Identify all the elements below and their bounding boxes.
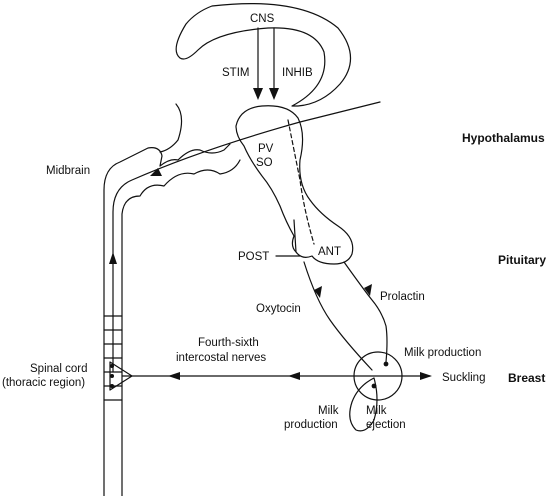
- stim-arrowhead: [253, 88, 263, 100]
- oxytocin-path: [303, 261, 373, 371]
- post-label: POST: [238, 251, 269, 263]
- suckling-label: Suckling: [442, 372, 485, 384]
- breast-header: Breast: [508, 371, 545, 385]
- milk-production-upper-label: Milk production: [404, 347, 481, 359]
- spinal-cord-label-1: Spinal cord: [30, 363, 88, 375]
- cns-outline: [175, 3, 352, 107]
- hypothalamus-pituitary-outline: [235, 105, 354, 265]
- milk-production-lower-label-1: Milk: [318, 405, 339, 417]
- ant-label: ANT: [318, 246, 341, 258]
- oxytocin-label: Oxytocin: [256, 303, 301, 315]
- fourth-sixth-label-2: intercostal nerves: [176, 352, 266, 364]
- milk-ejection-label-1: Milk: [366, 405, 387, 417]
- midbrain-lower-outline: [121, 159, 241, 496]
- post-lobe-line: [293, 219, 297, 253]
- milk-ejection-label-2: ejection: [366, 419, 406, 431]
- inhib-arrowhead: [269, 88, 279, 100]
- pituitary-header: Pituitary: [498, 253, 546, 267]
- hypothalamus-header: Hypothalamus: [462, 131, 545, 145]
- prolactin-label: Prolactin: [380, 291, 425, 303]
- milk-ejection-loop: [349, 377, 378, 432]
- midbrain-label: Midbrain: [46, 165, 90, 177]
- inhib-label: INHIB: [282, 67, 313, 79]
- stim-label: STIM: [222, 67, 249, 79]
- pv-label: PV: [258, 143, 274, 155]
- prolactin-path: [343, 261, 388, 363]
- ascending-pathway: [112, 101, 381, 373]
- spinal-cord-label-2: (thoracic region): [2, 377, 85, 389]
- milk-production-lower-label-2: production: [284, 419, 338, 431]
- pv-so-dashed-divider: [287, 119, 315, 245]
- cns-label: CNS: [250, 13, 275, 25]
- fourth-sixth-label-1: Fourth-sixth: [198, 337, 259, 349]
- midbrain-outline: [103, 103, 231, 496]
- so-label: SO: [256, 157, 273, 169]
